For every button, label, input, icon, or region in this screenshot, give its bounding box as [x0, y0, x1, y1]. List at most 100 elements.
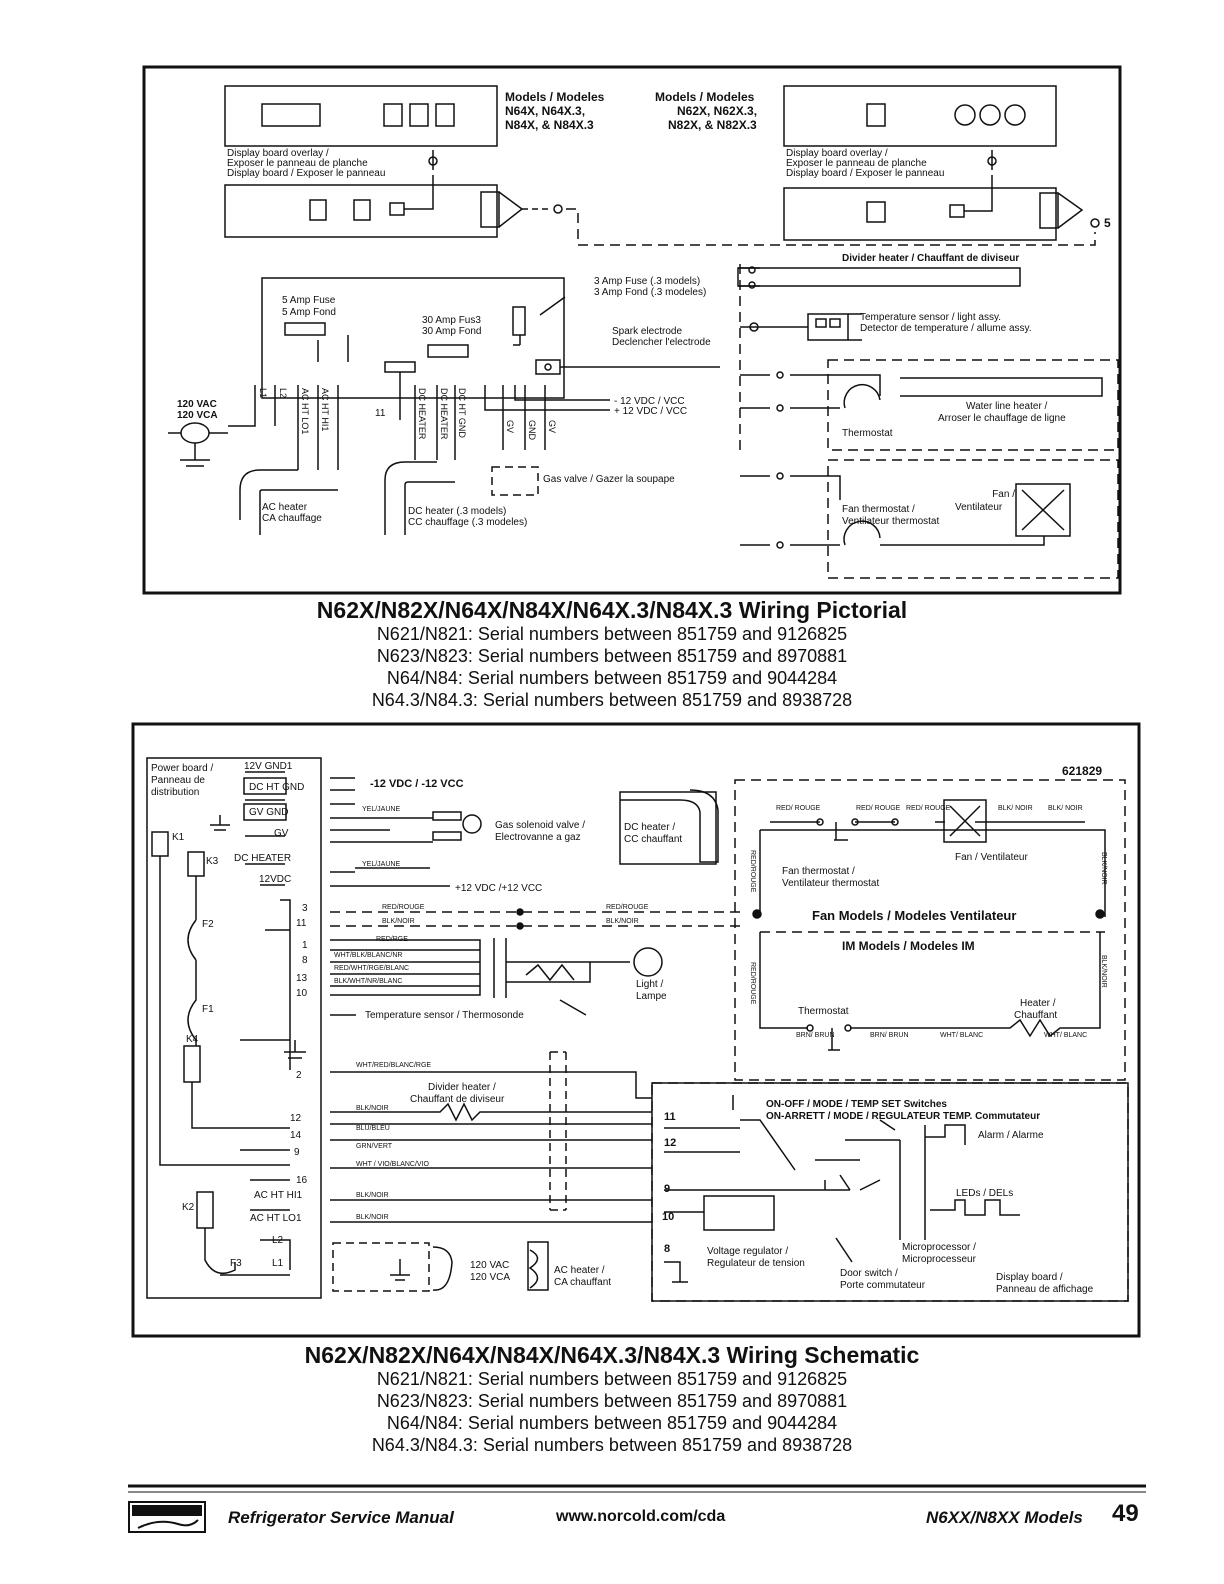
pin-16: 16 — [296, 1175, 308, 1186]
fan-wire-1: RED/ ROUGE — [776, 805, 821, 812]
gas-valve-label: Gas valve / Gazer la soupape — [543, 474, 675, 485]
fuse30-2: 30 Amp Fond — [422, 326, 481, 337]
ventilateur-label: Ventilateur — [955, 502, 1003, 513]
power-board-2: Panneau de — [151, 775, 205, 786]
fuse-f2: F2 — [202, 919, 214, 930]
schematic-caption: N62X/N82X/N64X/N84X/N64X.3/N84X.3 Wiring… — [0, 1342, 1224, 1456]
pin-12: 12 — [290, 1113, 302, 1124]
vac-1: 120 VAC — [177, 399, 217, 410]
wire-blk-5: BLK/NOIR — [606, 918, 639, 925]
schematic-serial-1: N621/N821: Serial numbers between 851759… — [376, 1369, 848, 1389]
thermostat-label: Thermostat — [798, 1006, 849, 1017]
pin-2: 2 — [296, 1070, 302, 1081]
leds-label: LEDs / DELs — [956, 1188, 1013, 1199]
relay-k3: K3 — [206, 856, 219, 867]
water-line-1: Water line heater / — [966, 401, 1048, 412]
overlay-right-2: Exposer le panneau de planche — [786, 158, 927, 169]
pin-8: 8 — [302, 955, 308, 966]
fan-wire-4: BLK/ NOIR — [998, 805, 1033, 812]
pictorial-serial-3: N64/N84: Serial numbers between 851759 a… — [386, 668, 838, 688]
vac-1: 120 VAC — [470, 1260, 509, 1271]
fuse5-2: 5 Amp Fond — [282, 307, 336, 318]
switches-1: ON-OFF / MODE / TEMP SET Switches — [766, 1099, 947, 1110]
wiring-schematic-diagram: Power board / Panneau de distribution 62… — [131, 722, 1141, 1338]
gas-solenoid-1: Gas solenoid valve / — [495, 820, 585, 831]
temp-sensor-1: Temperature sensor / light assy. — [860, 312, 1001, 323]
term-12vdc: 12VDC — [259, 874, 291, 885]
pin-9: 9 — [294, 1147, 300, 1158]
pin-dc-heater-1: DC HEATER — [417, 388, 427, 440]
fuse-f1: F1 — [202, 1004, 214, 1015]
num-11: 11 — [375, 408, 386, 419]
pictorial-serial-4: N64.3/N84.3: Serial numbers between 8517… — [371, 690, 853, 710]
fan-thermostat-2: Ventilateur thermostat — [842, 516, 939, 527]
divider-heater-label: Divider heater / Chauffant de diviseur — [842, 253, 1019, 264]
pin-gnd: GND — [527, 420, 537, 441]
ac-l1: L1 — [272, 1258, 284, 1269]
vac-2: 120 VCA — [177, 410, 218, 421]
ac-heater-1: AC heater / — [554, 1265, 605, 1276]
models-left-2: N64X, N64X.3, — [505, 104, 585, 118]
heater-2: Chauffant — [1014, 1010, 1057, 1021]
fan-label: Fan / Ventilateur — [955, 852, 1028, 863]
schematic-serial-4: N64.3/N84.3: Serial numbers between 8517… — [371, 1435, 853, 1455]
fan-models-label: Fan Models / Modeles Ventilateur — [812, 908, 1016, 923]
wire-wht-vio: WHT / VIO/BLANC/VIO — [356, 1161, 430, 1168]
dc-heater-1: DC heater (.3 models) — [408, 506, 506, 517]
pin-l1: L1 — [258, 388, 268, 398]
wire-red-2: RED/RGE — [376, 936, 408, 943]
vdc-2: + 12 VDC / VCC — [614, 406, 687, 417]
microprocessor-1: Microprocessor / — [902, 1242, 976, 1253]
water-line-2: Arroser le chauffage de ligne — [938, 413, 1066, 424]
dc-heater-1: DC heater / — [624, 822, 675, 833]
conn-pin-10: 10 — [662, 1211, 674, 1223]
pin-3: 3 — [302, 903, 308, 914]
pictorial-title: N62X/N82X/N64X/N84X/N64X.3/N84X.3 Wiring… — [316, 597, 908, 623]
conn-pin-12: 12 — [664, 1137, 676, 1149]
schematic-serial-3: N64/N84: Serial numbers between 851759 a… — [386, 1413, 838, 1433]
fan-thermostat-1: Fan thermostat / — [782, 866, 855, 877]
switches-2: ON-ARRETT / MODE / REGULATEUR TEMP. Comm… — [766, 1111, 1040, 1122]
models-right-1: Models / Modeles — [655, 90, 755, 104]
wire-wht-red: WHT/RED/BLANC/RGE — [356, 1062, 431, 1069]
fan-thermostat-1: Fan thermostat / — [842, 504, 915, 515]
term-dc-ht-gnd: DC HT GND — [249, 782, 304, 793]
wire-grn: GRN/VERT — [356, 1143, 393, 1150]
alarm-label: Alarm / Alarme — [978, 1130, 1044, 1141]
vac-2: 120 VCA — [470, 1272, 510, 1283]
temp-sensor-label: Temperature sensor / Thermosonde — [365, 1010, 524, 1021]
wire-wht-blk: WHT/BLK/BLANC/NR — [334, 952, 402, 959]
vdc-plus: +12 VDC /+12 VCC — [455, 883, 542, 894]
wire-blk-3: BLK/NOIR — [356, 1192, 389, 1199]
footer-models: N6XX/N8XX Models — [926, 1508, 1083, 1527]
pin-ac-hi: AC HT HI1 — [320, 388, 330, 431]
wire-blk-4: BLK/NOIR — [356, 1214, 389, 1221]
temp-sensor-2: Detector de temperature / allume assy. — [860, 323, 1032, 334]
pin-11: 11 — [296, 918, 307, 929]
term-12v-gnd1: 12V GND1 — [244, 761, 293, 772]
num-5: 5 — [1104, 216, 1111, 230]
microprocessor-2: Microprocesseur — [902, 1254, 977, 1265]
models-left-3: N84X, & N84X.3 — [505, 118, 594, 132]
thermostat-label: Thermostat — [842, 428, 893, 439]
relay-k2: K2 — [182, 1202, 195, 1213]
conn-pin-9: 9 — [664, 1183, 670, 1195]
term-gv: GV — [274, 828, 289, 839]
divider-heater-1: Divider heater / — [428, 1082, 496, 1093]
overlay-left-3: Display board / Exposer le panneau — [227, 168, 385, 179]
term-dc-heater: DC HEATER — [234, 853, 291, 864]
pin-gv-2: GV — [547, 420, 557, 433]
vdc-1: - 12 VDC / VCC — [614, 396, 685, 407]
wire-blk-wht: BLK/WHT/NR/BLANC — [334, 978, 402, 985]
im-models-label: IM Models / Modeles IM — [842, 939, 975, 953]
overlay-left-1: Display board overlay / — [227, 148, 329, 159]
power-board-3: distribution — [151, 787, 199, 798]
brn-2: BRN/ BRUN — [870, 1032, 909, 1039]
ac-l2: L2 — [272, 1235, 284, 1246]
footer-manual-title: Refrigerator Service Manual — [228, 1508, 454, 1527]
fan-label: Fan / — [992, 489, 1015, 500]
footer-url[interactable]: www.norcold.com/cda — [556, 1508, 726, 1525]
side-wire-3: RED/ROUGE — [749, 962, 756, 1005]
models-left-1: Models / Modeles — [505, 90, 605, 104]
footer-rule — [128, 1484, 1146, 1493]
